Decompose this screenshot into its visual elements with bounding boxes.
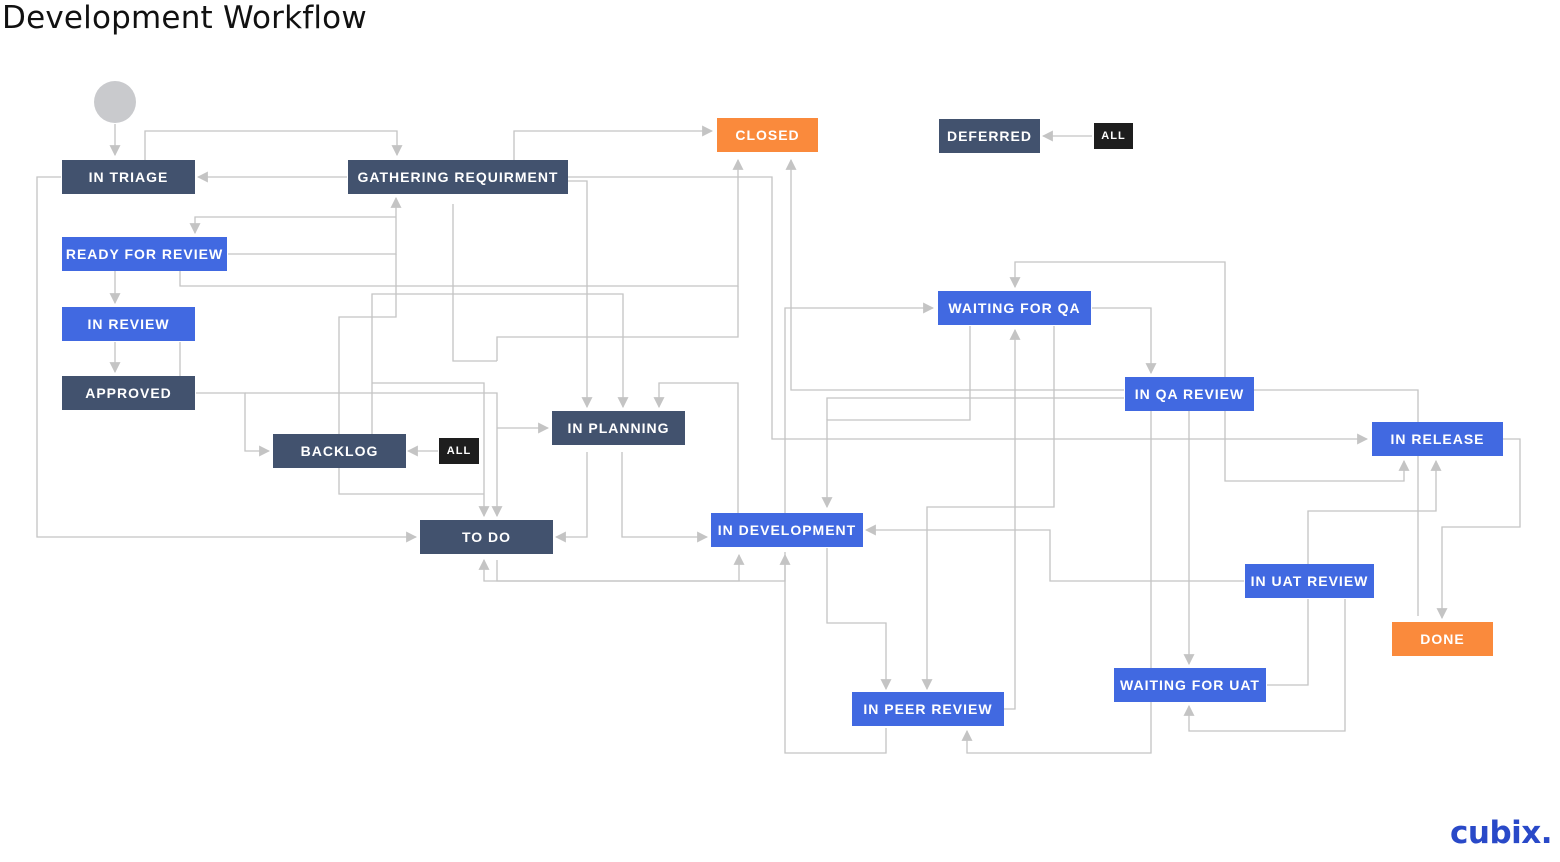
edge-waitqa-dev xyxy=(821,326,971,509)
status-in-release[interactable]: IN RELEASE xyxy=(1372,422,1503,456)
edge-gathering-planning xyxy=(568,180,593,409)
edge-planning-todo xyxy=(554,452,588,543)
edge-backlog-todo xyxy=(372,382,490,518)
edge-release-done xyxy=(1436,438,1521,620)
edge-dev-todo xyxy=(478,552,786,582)
status-in-development[interactable]: IN DEVELOPMENT xyxy=(711,513,863,547)
edge-uat-waituat xyxy=(1183,599,1346,732)
status-in-triage[interactable]: IN TRIAGE xyxy=(62,160,195,194)
edge-waitqa-qareview xyxy=(1092,307,1157,375)
edge-todo-closed xyxy=(496,286,739,361)
edge-uat-dev xyxy=(864,524,1244,582)
edge-gathering-release xyxy=(568,176,1369,445)
status-backlog[interactable]: BACKLOG xyxy=(273,434,406,468)
status-closed[interactable]: CLOSED xyxy=(717,118,818,152)
all-tag-deferred: ALL xyxy=(1094,123,1133,149)
status-in-planning[interactable]: IN PLANNING xyxy=(552,411,685,445)
page-title: Development Workflow xyxy=(2,0,367,36)
edge-triage-todo xyxy=(36,176,418,543)
edge-qareview-closed xyxy=(785,158,1124,391)
edge-gathering-closed xyxy=(513,125,714,160)
edge-backlog-bottom xyxy=(338,468,484,495)
cubix-logo: cubix. xyxy=(1450,815,1553,851)
status-in-qa-review[interactable]: IN QA REVIEW xyxy=(1125,377,1254,411)
status-deferred[interactable]: DEFERRED xyxy=(939,119,1040,153)
edge-todo-dev xyxy=(496,553,745,582)
status-in-uat-review[interactable]: IN UAT REVIEW xyxy=(1245,564,1374,598)
status-approved[interactable]: APPROVED xyxy=(62,376,195,410)
edge-planning-dev xyxy=(621,452,709,543)
status-in-review[interactable]: IN REVIEW xyxy=(62,307,195,341)
edge-ready-gathering xyxy=(228,196,402,255)
edge-dev-planning xyxy=(653,382,739,513)
edge-backlog-gathering xyxy=(338,254,397,434)
edge-qareview-waitqa xyxy=(1009,261,1226,377)
edge-qareview-dev xyxy=(826,397,1124,420)
status-in-peer-review[interactable]: IN PEER REVIEW xyxy=(852,692,1004,726)
edge-peer-dev xyxy=(779,553,887,754)
edge-qareview-done-line xyxy=(1254,389,1419,616)
edge-waituat-uat xyxy=(1267,599,1309,686)
start-node xyxy=(94,81,136,123)
edge-dev-peer xyxy=(826,548,892,691)
edge-gathering-todo xyxy=(452,204,497,362)
edge-waitqa-peer xyxy=(921,326,1055,691)
edge-peer-waitqa xyxy=(1004,328,1021,710)
edge-qareview-release xyxy=(1224,411,1410,482)
edge-dev-waitqa xyxy=(784,302,935,513)
status-done[interactable]: DONE xyxy=(1392,622,1493,656)
all-tag-backlog: ALL xyxy=(439,438,479,464)
edge-uat-release xyxy=(1307,459,1442,564)
status-waiting-for-uat[interactable]: WAITING FOR UAT xyxy=(1114,668,1266,702)
edge-gathering-self xyxy=(144,130,403,160)
status-gathering-requirment[interactable]: GATHERING REQUIRMENT xyxy=(348,160,568,194)
edge-ready-closed xyxy=(179,158,744,287)
edge-to-ready xyxy=(189,216,396,235)
status-ready-for-review[interactable]: READY FOR REVIEW xyxy=(62,237,227,271)
status-waiting-for-qa[interactable]: WAITING FOR QA xyxy=(938,291,1091,325)
edge-qareview-peer xyxy=(961,411,1152,754)
edge-approved-backlog xyxy=(196,392,271,457)
status-to-do[interactable]: TO DO xyxy=(420,520,553,554)
edge-approved-todo xyxy=(245,392,503,518)
edge-backlog-planning xyxy=(371,293,629,434)
